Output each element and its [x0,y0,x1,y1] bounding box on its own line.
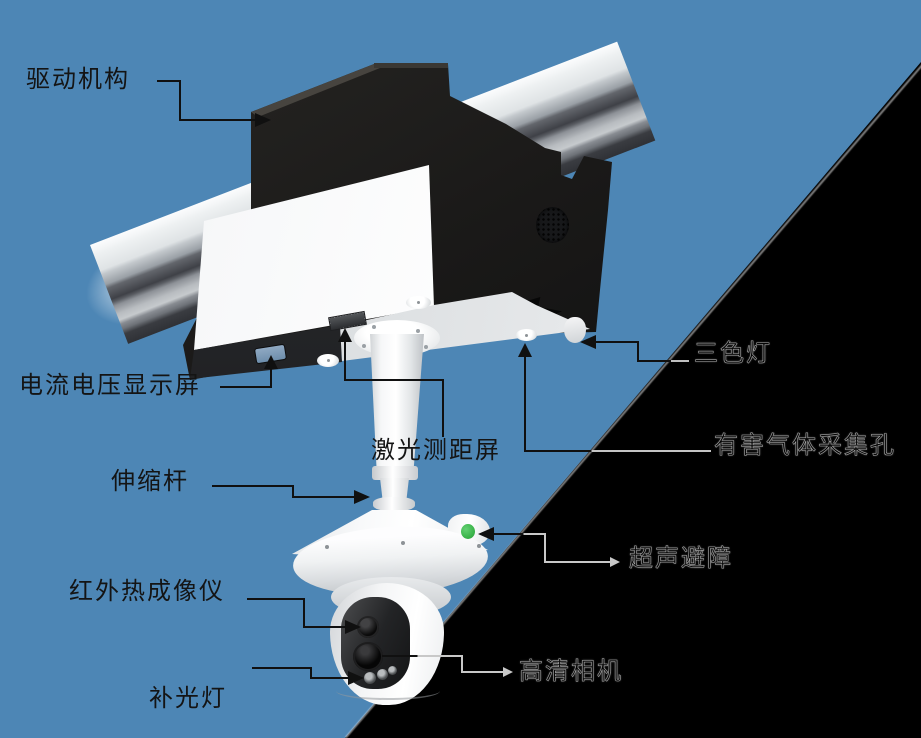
label-telescopic-rod: 伸缩杆 [111,468,189,495]
label-current-voltage-display: 电流电压显示屏 [19,372,201,399]
label-laser-ranging-screen: 激光测距屏 [371,437,501,464]
gas-collection-hole [516,329,537,341]
speaker-grille [536,207,569,243]
label-harmful-gas-collection-hole: 有害气体采集孔 [714,432,896,459]
label-infrared-thermal-imager: 红外热成像仪 [69,578,225,605]
label-ultrasonic-obstacle-avoidance: 超声避障 [629,545,733,572]
telescopic-pole-joint [372,466,418,480]
label-hd-camera: 高清相机 [519,658,623,685]
label-drive-mechanism: 驱动机构 [26,66,130,93]
thermal-imager-lens [357,616,379,638]
telescopic-pole-collar [373,497,415,511]
label-fill-light: 补光灯 [149,685,227,712]
label-three-color-light: 三色灯 [694,340,772,367]
camera-rib-line [336,682,440,700]
underside-cap-left [317,354,339,367]
hd-camera-lens [353,642,383,671]
underside-cap-center [406,296,431,309]
housing-screws [325,545,329,549]
green-indicator-light [461,524,475,539]
